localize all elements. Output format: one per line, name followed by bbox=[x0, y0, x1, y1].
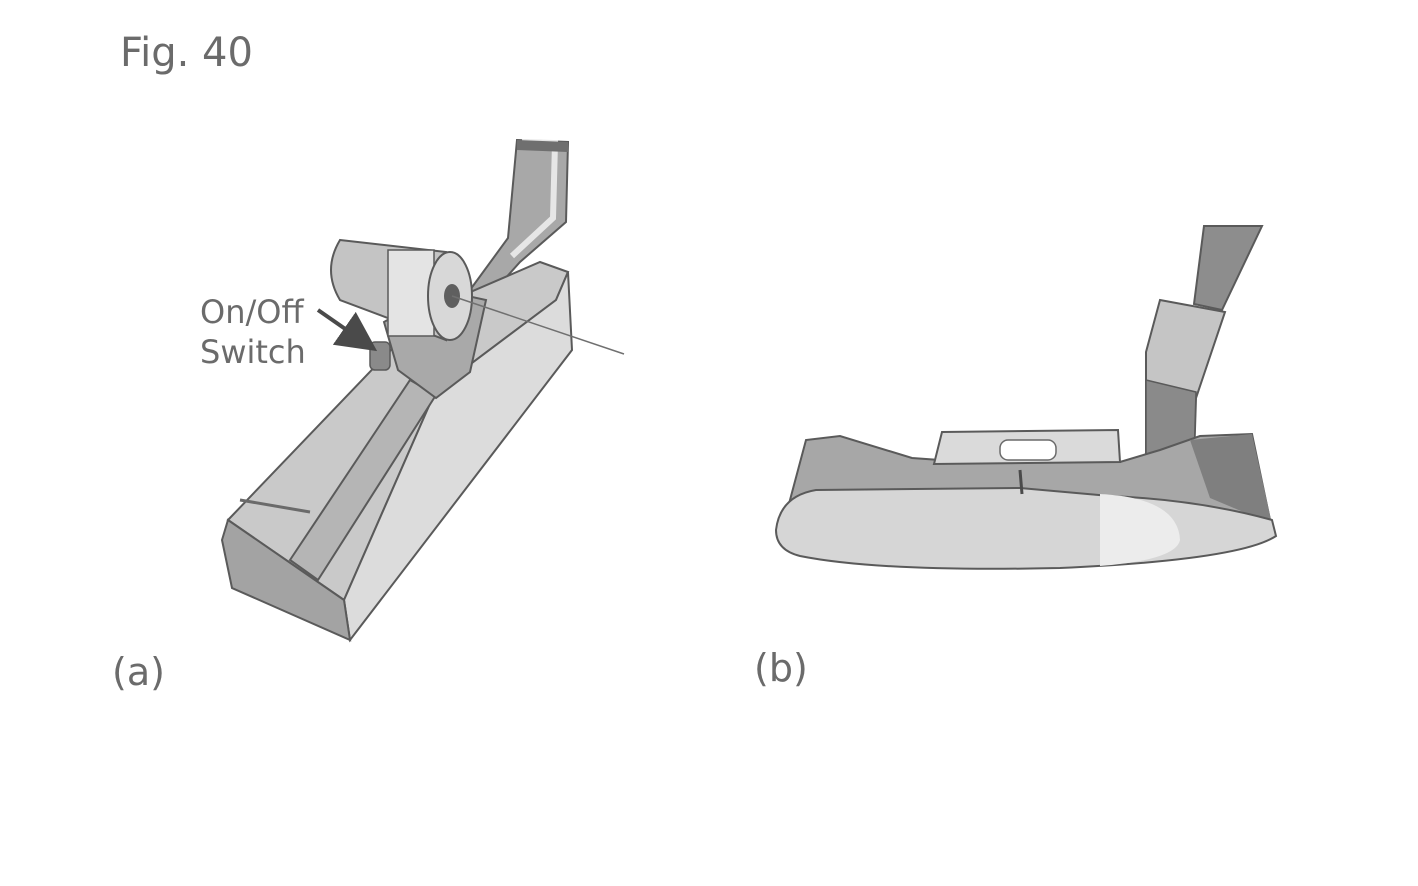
beam-line bbox=[451, 295, 625, 355]
on-off-switch bbox=[369, 341, 391, 371]
sensor-device bbox=[330, 238, 473, 342]
putter-illustration-a bbox=[220, 138, 625, 643]
putter-head-front bbox=[220, 518, 352, 642]
sensor-device-b bbox=[932, 428, 1122, 466]
on-off-switch-callout: On/Off Switch bbox=[200, 292, 306, 372]
panel-b-label: (b) bbox=[754, 646, 808, 690]
callout-line-2: Switch bbox=[200, 333, 306, 371]
panel-a-label: (a) bbox=[112, 650, 165, 694]
callout-line-1: On/Off bbox=[200, 293, 304, 331]
putter-shaft-b bbox=[1192, 225, 1264, 312]
figure-title: Fig. 40 bbox=[120, 30, 253, 76]
callout-arrow bbox=[316, 308, 378, 352]
putter-illustration-b bbox=[774, 225, 1278, 570]
